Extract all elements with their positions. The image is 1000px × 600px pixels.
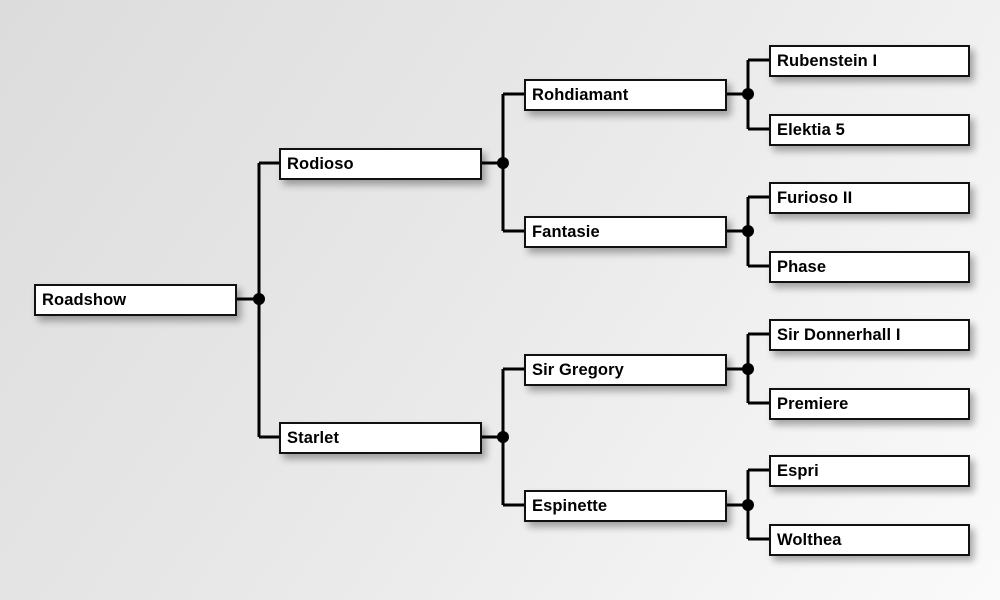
node-label: Premiere	[777, 394, 849, 413]
node-sir-gregory[interactable]: Sir Gregory	[524, 354, 727, 386]
junction-dot-fantasie	[742, 225, 754, 237]
node-premiere[interactable]: Premiere	[769, 388, 970, 420]
node-label: Rodioso	[287, 154, 354, 173]
junction-dot-starlet	[497, 431, 509, 443]
node-label: Starlet	[287, 428, 340, 447]
node-label: Sir Donnerhall I	[777, 325, 901, 344]
node-rohdiamant[interactable]: Rohdiamant	[524, 79, 727, 111]
node-label: Rohdiamant	[532, 85, 629, 104]
junction-dot-rohdiamant	[742, 88, 754, 100]
node-espri[interactable]: Espri	[769, 455, 970, 487]
node-label: Roadshow	[42, 290, 127, 309]
junction-dot-espinette	[742, 499, 754, 511]
node-rodioso[interactable]: Rodioso	[279, 148, 482, 180]
node-fantasie[interactable]: Fantasie	[524, 216, 727, 248]
node-wolthea[interactable]: Wolthea	[769, 524, 970, 556]
node-label: Furioso II	[777, 188, 853, 207]
node-espinette[interactable]: Espinette	[524, 490, 727, 522]
node-starlet[interactable]: Starlet	[279, 422, 482, 454]
junction-dot-sirgregory	[742, 363, 754, 375]
node-elektia-5[interactable]: Elektia 5	[769, 114, 970, 146]
node-label: Sir Gregory	[532, 360, 624, 379]
node-label: Espri	[777, 461, 819, 480]
node-label: Wolthea	[777, 530, 842, 549]
node-roadshow[interactable]: Roadshow	[34, 284, 237, 316]
node-label: Fantasie	[532, 222, 600, 241]
node-label: Phase	[777, 257, 827, 276]
junction-dot-rodioso	[497, 157, 509, 169]
node-rubenstein-i[interactable]: Rubenstein I	[769, 45, 970, 77]
node-label: Espinette	[532, 496, 608, 515]
node-phase[interactable]: Phase	[769, 251, 970, 283]
node-furioso-ii[interactable]: Furioso II	[769, 182, 970, 214]
junction-dot-root	[253, 293, 265, 305]
node-sir-donnerhall-i[interactable]: Sir Donnerhall I	[769, 319, 970, 351]
node-label: Elektia 5	[777, 120, 845, 139]
node-label: Rubenstein I	[777, 51, 878, 70]
